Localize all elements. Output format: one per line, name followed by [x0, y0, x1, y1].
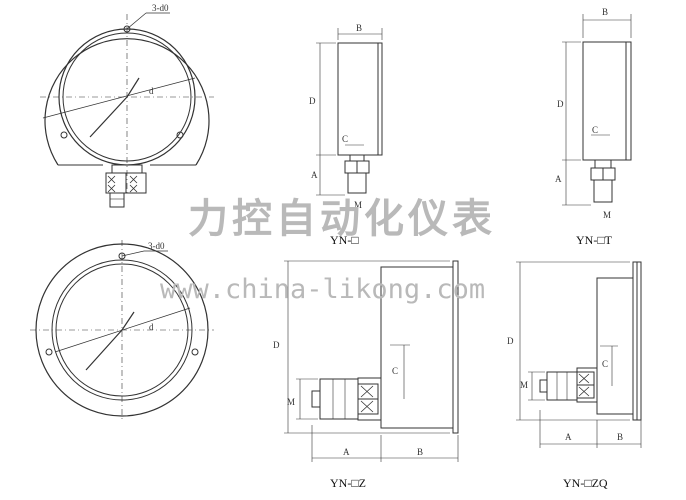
watermark-website: www.china-likong.com	[160, 274, 485, 305]
dim-m: M	[287, 397, 295, 407]
holes-label: 3-d0	[148, 241, 165, 251]
dim-a: A	[343, 447, 350, 457]
holes-label: 3-d0	[152, 3, 169, 13]
dim-m: M	[603, 210, 611, 220]
caption-yn-z: YN-□Z	[330, 476, 366, 490]
dim-b: B	[617, 432, 623, 442]
side-view-yn-zq	[516, 261, 642, 448]
dim-a: A	[565, 432, 572, 442]
dim-d: D	[557, 99, 564, 109]
dim-c: C	[602, 359, 608, 369]
side-view-yn-z	[284, 260, 459, 462]
dim-b: B	[417, 447, 423, 457]
caption-yn-zq: YN-□ZQ	[563, 476, 608, 490]
dim-c: C	[392, 366, 398, 376]
dim-m: M	[520, 380, 528, 390]
dim-b: B	[602, 7, 608, 17]
dim-d: D	[507, 336, 514, 346]
caption-yn-t: YN-□T	[576, 233, 613, 247]
front-view-flange	[30, 240, 214, 420]
front-view-radial	[40, 12, 214, 208]
dim-c: C	[342, 134, 348, 144]
side-view-yn-t	[562, 14, 632, 206]
diameter-label: d	[149, 86, 154, 96]
caption-yn: YN-□	[330, 233, 359, 247]
dim-d: D	[309, 96, 316, 106]
dim-m: M	[354, 200, 362, 210]
side-view-yn	[316, 28, 383, 196]
dim-d: D	[273, 340, 280, 350]
diameter-label: d	[149, 322, 154, 332]
dim-a: A	[311, 170, 318, 180]
dim-c: C	[592, 125, 598, 135]
dim-a: A	[555, 174, 562, 184]
dim-b: B	[356, 23, 362, 33]
watermark-company: 力控自动化仪表	[188, 196, 496, 242]
